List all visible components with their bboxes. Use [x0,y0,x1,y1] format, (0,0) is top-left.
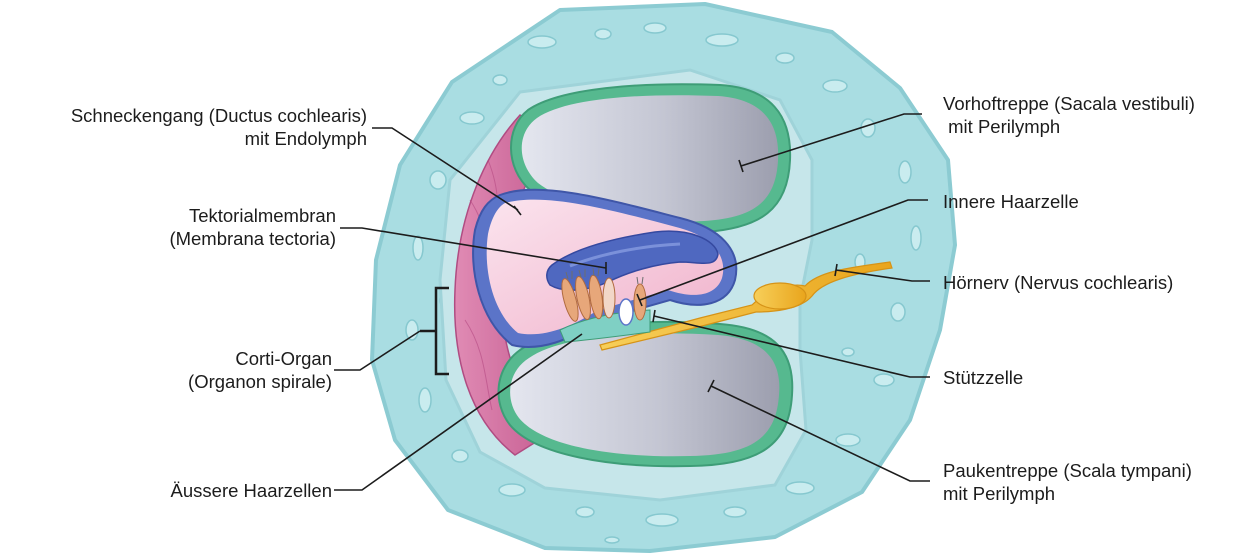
label-auditory-nerve-text: Hörnerv (Nervus cochlearis) [943,271,1173,294]
label-outer-hair-cells: Äussere Haarzellen [171,479,332,502]
label-cochlear-duct-line1: Schneckengang (Ductus cochlearis) [71,104,367,127]
label-outer-hair-cells-text: Äussere Haarzellen [171,479,332,502]
label-organ-of-corti: Corti-Organ (Organon spirale) [188,347,332,393]
label-tectorial-line1: Tektorialmembran [169,204,336,227]
label-auditory-nerve: Hörnerv (Nervus cochlearis) [943,271,1173,294]
label-tympani-line2: mit Perilymph [943,482,1192,505]
label-vestibuli-line1: Vorhoftreppe (Sacala vestibuli) [943,92,1195,115]
label-tectorial-membrane: Tektorialmembran (Membrana tectoria) [169,204,336,250]
label-inner-hair-cell-text: Innere Haarzelle [943,190,1079,213]
label-cochlear-duct-line2: mit Endolymph [71,127,367,150]
label-tympani-line1: Paukentreppe (Scala tympani) [943,459,1192,482]
label-corti-line1: Corti-Organ [188,347,332,370]
spiral-ganglion [754,283,806,309]
label-scala-tympani: Paukentreppe (Scala tympani) mit Perilym… [943,459,1192,505]
label-vestibuli-line2: mit Perilymph [943,115,1195,138]
label-inner-hair-cell: Innere Haarzelle [943,190,1079,213]
label-supporting-cell-text: Stützzelle [943,366,1023,389]
label-supporting-cell: Stützzelle [943,366,1023,389]
label-tectorial-line2: (Membrana tectoria) [169,227,336,250]
label-cochlear-duct: Schneckengang (Ductus cochlearis) mit En… [71,104,367,150]
label-corti-line2: (Organon spirale) [188,370,332,393]
label-scala-vestibuli: Vorhoftreppe (Sacala vestibuli) mit Peri… [943,92,1195,138]
scala-tympani [510,333,779,456]
